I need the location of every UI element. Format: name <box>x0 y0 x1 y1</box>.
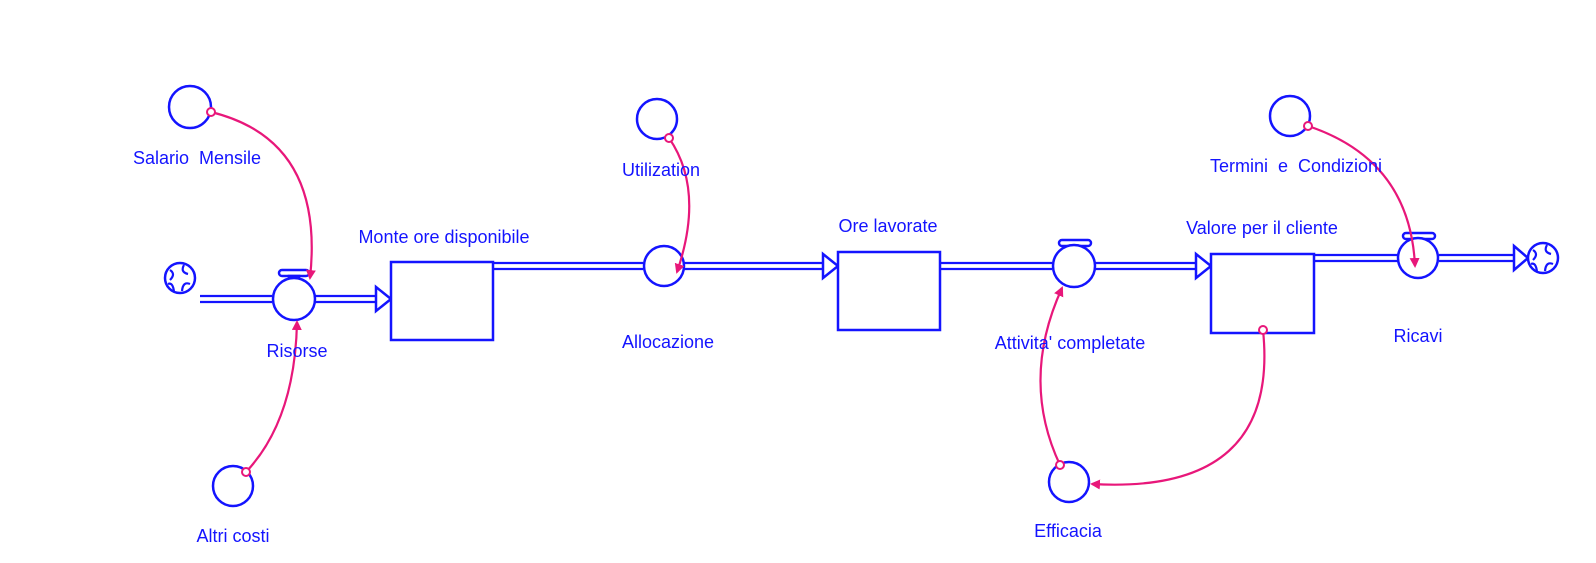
flow-label: Risorse <box>266 341 327 361</box>
flow-label: Ricavi <box>1393 326 1442 346</box>
connector-efficacia-attivita <box>1039 286 1065 470</box>
flow-label: Attivita' completate <box>995 333 1146 353</box>
aux-label: Termini e Condizioni <box>1210 156 1382 176</box>
aux-utilization[interactable] <box>635 97 679 141</box>
stock-label: Ore lavorate <box>838 216 937 236</box>
connector-altri-costi-risorse <box>241 320 302 477</box>
connector-utilization-allocazione <box>664 133 691 274</box>
valve-allocazione[interactable] <box>642 244 686 288</box>
valve-risorse[interactable] <box>271 268 317 322</box>
aux-label: Altri costi <box>196 526 269 546</box>
flow-pipe-risorse <box>200 284 394 314</box>
source-cloud-icon <box>163 261 197 295</box>
stock-valore-per-il-cliente[interactable] <box>1209 252 1316 335</box>
connector-termini-ricavi <box>1303 121 1420 268</box>
flow-label: Allocazione <box>622 332 714 352</box>
flow-pipe-attivita <box>940 251 1214 281</box>
connector-salario-risorse <box>206 107 316 280</box>
aux-efficacia[interactable] <box>1047 460 1091 504</box>
stock-monte-ore-disponibile[interactable] <box>389 260 495 342</box>
aux-termini-e-condizioni[interactable] <box>1268 94 1312 138</box>
stock-ore-lavorate[interactable] <box>836 250 942 332</box>
valve-attivita-completate[interactable] <box>1051 238 1097 289</box>
aux-label: Efficacia <box>1034 521 1103 541</box>
stock-label: Valore per il cliente <box>1186 218 1338 238</box>
valve-ricavi[interactable] <box>1396 231 1440 280</box>
connector-valore-efficacia <box>1090 325 1268 490</box>
aux-label: Salario Mensile <box>133 148 261 168</box>
aux-label: Utilization <box>622 160 700 180</box>
stock-label: Monte ore disponibile <box>358 227 529 247</box>
flow-pipe-allocazione <box>493 251 841 281</box>
sink-cloud-icon <box>1526 241 1560 275</box>
aux-salario-mensile[interactable] <box>167 84 213 130</box>
flow-pipe-ricavi <box>1314 243 1530 273</box>
